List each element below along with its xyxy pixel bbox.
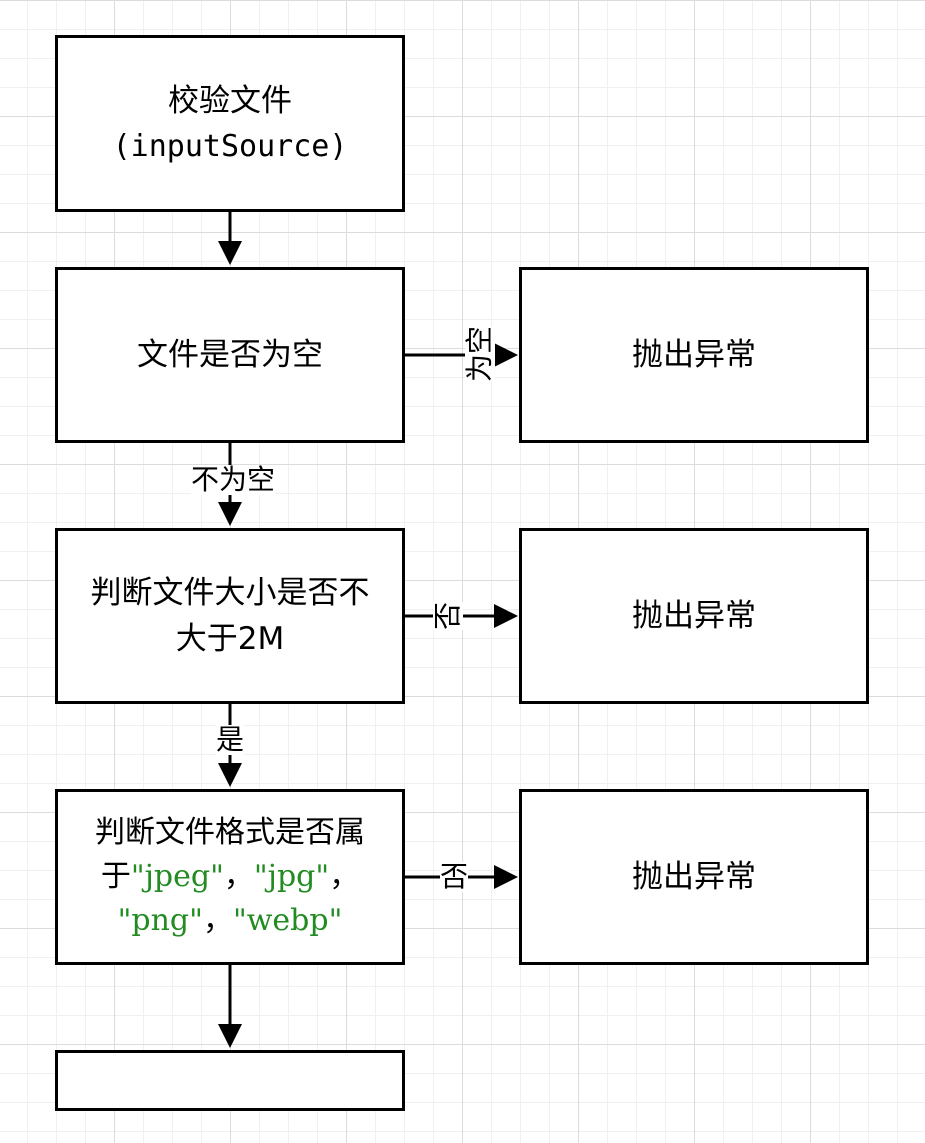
node-validate-file-title: 校验文件 <box>168 82 292 119</box>
node-format-check: 判断文件格式是否属 于"jpeg"，"jpg"， "png"，"webp" <box>55 789 405 965</box>
node-throw-exception-2-label: 抛出异常 <box>632 598 756 634</box>
edge-label-empty-yes: 为空 <box>463 325 497 383</box>
node-size-check-line2: 大于2M <box>175 621 285 657</box>
node-final <box>55 1050 405 1111</box>
node-validate-file: 校验文件 (inputSource) <box>55 35 405 212</box>
edge-label-size-yes: 是 <box>216 723 245 756</box>
node-throw-exception-3: 抛出异常 <box>519 789 869 965</box>
node-throw-exception-1-label: 抛出异常 <box>632 337 756 373</box>
edge-label-format-no: 否 <box>440 860 469 893</box>
format-separator: ， <box>223 859 254 894</box>
node-throw-exception-3-label: 抛出异常 <box>632 859 756 895</box>
edge-label-size-no: 否 <box>431 601 465 631</box>
edge-label-empty-no: 不为空 <box>191 463 276 496</box>
node-validate-file-param: (inputSource) <box>112 128 348 164</box>
node-format-check-line1: 判断文件格式是否属 <box>95 815 365 850</box>
node-format-check-prefix: 于 <box>100 859 131 894</box>
node-throw-exception-2: 抛出异常 <box>519 528 869 704</box>
node-size-check-line1: 判断文件大小是否不 <box>90 575 370 611</box>
node-empty-check-label: 文件是否为空 <box>137 337 323 373</box>
format-separator: ， <box>329 859 360 894</box>
format-separator: ， <box>202 903 233 938</box>
format-png: "png" <box>117 903 203 938</box>
format-jpg: "jpg" <box>253 859 330 894</box>
node-throw-exception-1: 抛出异常 <box>519 267 869 443</box>
format-webp: "webp" <box>232 903 343 938</box>
format-jpeg: "jpeg" <box>130 859 224 894</box>
node-empty-check: 文件是否为空 <box>55 267 405 443</box>
node-size-check: 判断文件大小是否不 大于2M <box>55 528 405 704</box>
